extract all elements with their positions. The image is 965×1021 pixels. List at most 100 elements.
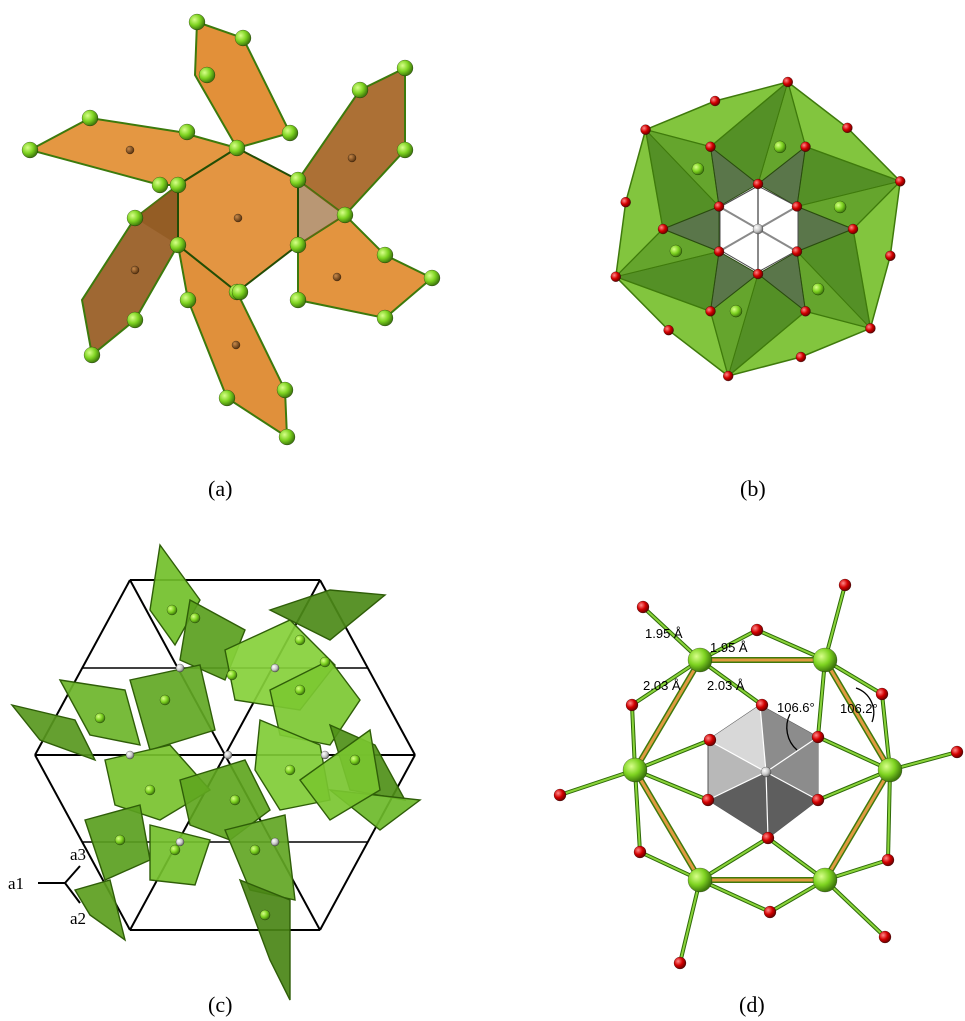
bonds-d	[559, 584, 958, 964]
green-atom	[376, 309, 394, 327]
green-atom	[179, 291, 197, 309]
oxygen-atom	[800, 141, 811, 152]
dist-label-top-left: 1.95 Å	[645, 626, 683, 641]
white-atom	[175, 663, 185, 673]
oxygen-atom	[875, 687, 889, 701]
green-atom	[178, 123, 196, 141]
metal-oxygen-bond	[631, 659, 701, 706]
oxygen-atom	[663, 324, 674, 336]
green-atom	[114, 834, 126, 846]
axes-indicator: a1 a3 a2	[8, 845, 86, 928]
metal-oxygen-bond	[756, 629, 826, 661]
green-atom	[276, 381, 294, 399]
caption-c: (c)	[208, 992, 233, 1017]
green-atom	[396, 141, 414, 159]
oxygen-atom	[713, 246, 725, 257]
cation-atom	[125, 145, 135, 155]
caption-b: (b)	[740, 476, 766, 501]
oxygen-atom	[620, 196, 631, 208]
metal-atom	[877, 757, 903, 783]
oxygen-atom	[610, 271, 622, 282]
green-atom	[169, 176, 187, 194]
green-atom	[81, 109, 99, 127]
atoms-a	[21, 13, 441, 446]
ring-bond	[823, 769, 892, 881]
green-atom	[289, 291, 307, 309]
polyhedron-face	[129, 664, 216, 751]
oxygen-atom	[878, 930, 892, 944]
metal-oxygen-bond	[634, 739, 711, 771]
metal-oxygen-bond	[634, 769, 641, 853]
rhombus-blade	[296, 66, 406, 217]
green-polyhedra-network	[10, 543, 422, 1001]
oxygen-atom	[842, 122, 853, 134]
green-atom	[336, 206, 354, 224]
oxygen-atom	[705, 306, 716, 317]
oxygen-atom	[750, 623, 764, 637]
metal-atom	[812, 647, 838, 673]
axis-label-a3: a3	[70, 845, 86, 864]
oxygen-atom	[838, 578, 852, 592]
green-atom	[198, 66, 216, 84]
metal-oxygen-bond	[817, 736, 891, 771]
panel-a-orange-rhombus-ring	[21, 13, 441, 446]
green-atom	[228, 139, 246, 157]
ring-bond	[633, 659, 702, 771]
central-bond	[757, 228, 798, 253]
green-atom	[669, 244, 683, 258]
oxygen-atom	[782, 76, 794, 88]
green-atom	[349, 754, 361, 766]
octahedron-face	[709, 250, 759, 313]
white-atom	[270, 663, 280, 673]
octahedron-face	[757, 145, 807, 208]
oxygen-atom	[881, 853, 895, 867]
metal-oxygen-bond	[559, 769, 636, 796]
octahedron-face	[709, 145, 759, 208]
polyhedron-face	[299, 728, 381, 821]
central-bond	[757, 205, 798, 230]
oxygen-atom	[657, 223, 669, 235]
green-atom	[289, 236, 307, 254]
oxygen-atom	[811, 793, 825, 807]
metal-oxygen-bond	[887, 769, 891, 861]
green-atom	[289, 171, 307, 189]
metal-oxygen-bond	[642, 606, 701, 661]
oxygen-atom	[752, 268, 764, 280]
cation-atom	[332, 272, 342, 282]
atoms-c	[94, 604, 361, 921]
green-atom	[151, 176, 169, 194]
angle-label-outer: 106.2°	[840, 701, 878, 716]
polyhedron-face	[73, 879, 127, 942]
octahedron-face	[661, 205, 720, 253]
green-atom	[166, 604, 178, 616]
green-atom	[234, 29, 252, 47]
polyhedron-face	[10, 703, 97, 762]
oxygen-atom	[703, 733, 717, 747]
oxygen-atom	[553, 788, 567, 802]
panel-d-bond-geometry: 1.95 Å 1.95 Å 2.03 Å 2.03 Å 106.6° 106.2…	[553, 578, 964, 970]
central-atom	[752, 223, 764, 235]
ring-bond	[633, 769, 702, 881]
green-atom	[278, 428, 296, 446]
green-atom	[188, 13, 206, 31]
green-atom	[231, 283, 249, 301]
polyhedron-face	[58, 679, 141, 746]
white-atom	[223, 750, 233, 760]
oxygen-atom	[885, 250, 896, 262]
green-atom	[773, 140, 787, 154]
oxygen-atom	[761, 831, 775, 845]
green-atom	[376, 246, 394, 264]
dist-label-top-right: 1.95 Å	[710, 640, 748, 655]
oxygen-atom	[709, 95, 721, 107]
central-bond	[718, 228, 759, 253]
green-atom	[259, 909, 271, 921]
cation-atom	[347, 153, 357, 163]
panel-b-octahedra-ring	[610, 76, 906, 382]
oxygen-atom	[894, 176, 906, 187]
oxygen-atom	[636, 600, 650, 614]
oxygen-atom	[811, 730, 825, 744]
atoms-b	[610, 76, 906, 382]
metal-atom	[687, 647, 713, 673]
oxygen-atom	[950, 745, 964, 759]
white-atom	[125, 750, 135, 760]
